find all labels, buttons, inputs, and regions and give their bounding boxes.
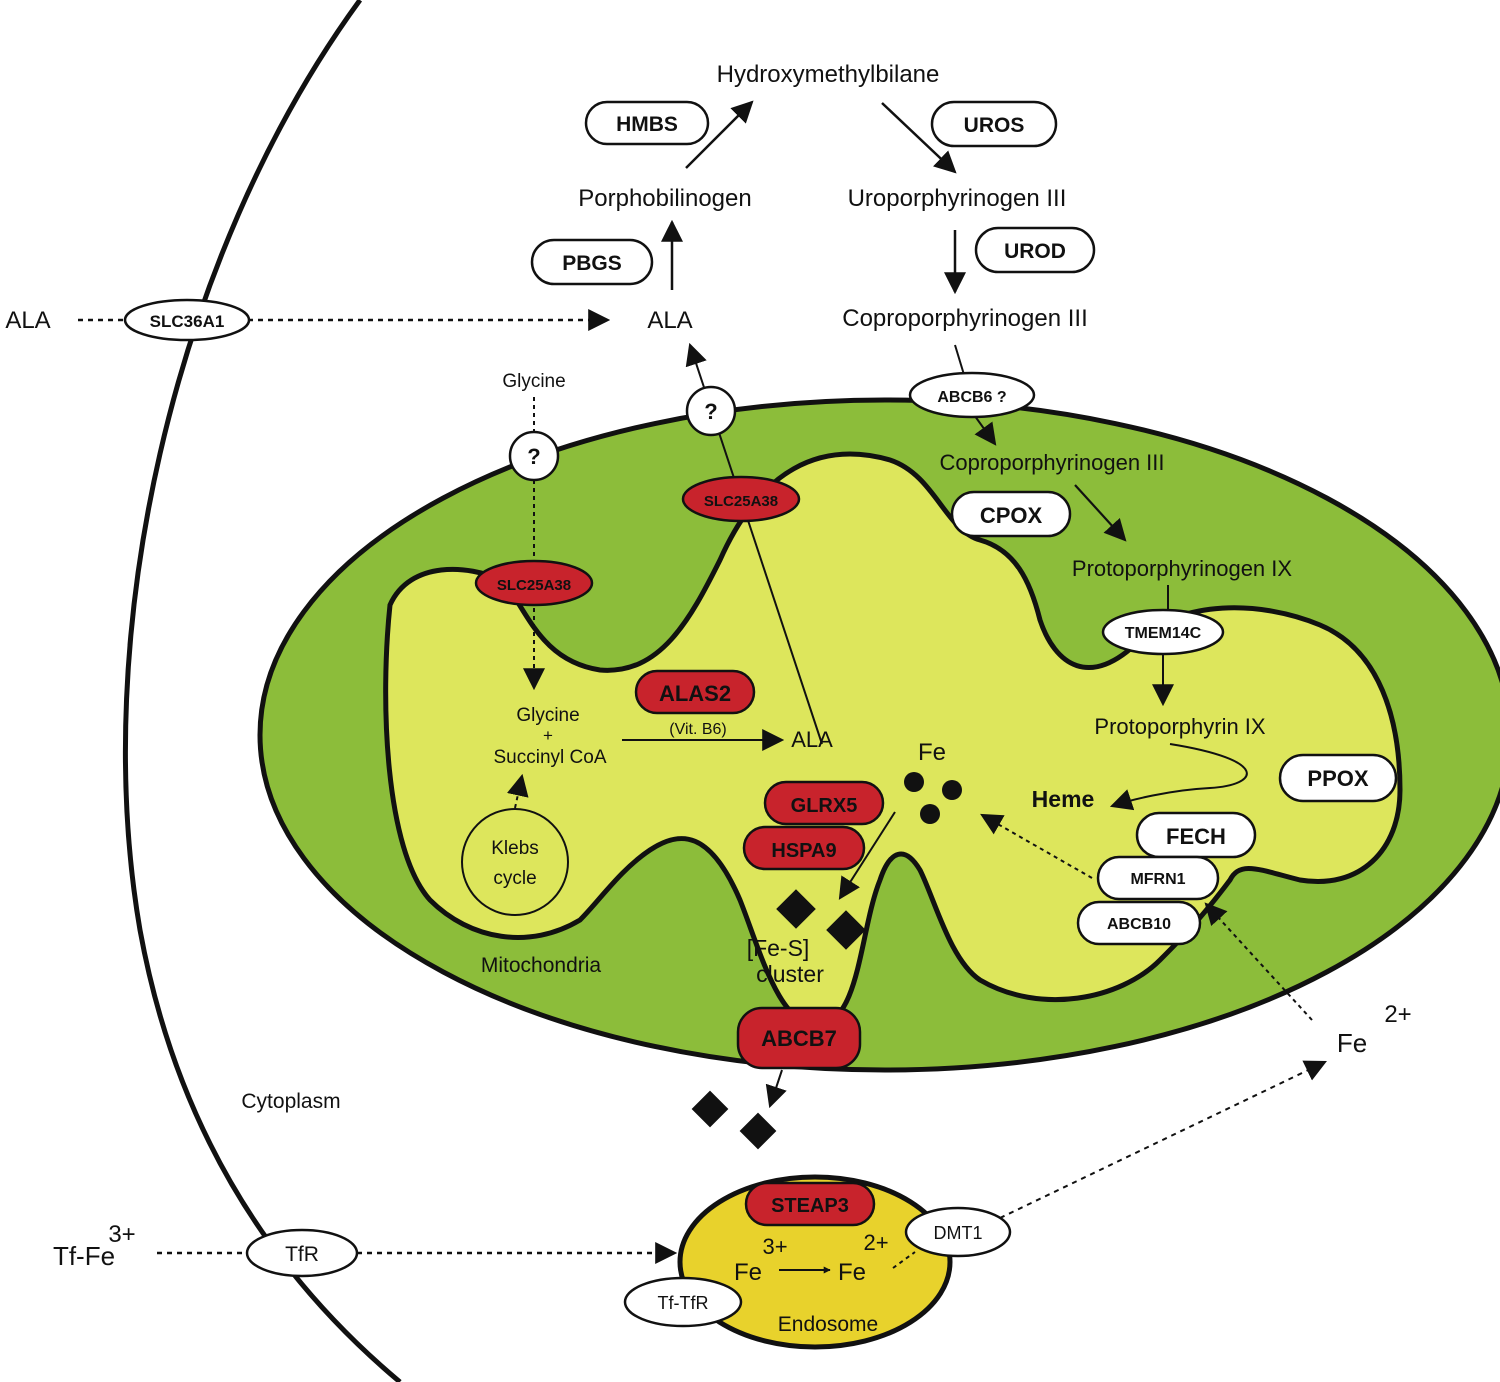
fe-atom-1 [904,772,924,792]
glrx5-enzyme [763,780,885,826]
glycine-matrix-label: Glycine [516,705,579,726]
fes-cluster-label-1: [Fe-S] [747,935,810,961]
ppox-label: PPOX [1307,766,1368,791]
klebs-cycle-label-1: Klebs [491,838,539,859]
abcb10-label: ABCB10 [1107,916,1171,933]
glrx5-label: GLRX5 [791,795,858,817]
abcb7-transporter [736,1006,862,1070]
endosome-label: Endosome [778,1313,878,1336]
arrow-abcb7-export [765,1069,787,1109]
arrow-hmb-to-uro [881,102,957,174]
fe-matrix-label: Fe [918,739,946,766]
slc25a38-left-label: SLC25A38 [497,577,571,594]
coproporphyrinogen-mito-label: Coproporphyrinogen III [939,450,1164,475]
uros-enzyme [930,100,1058,148]
pbgs-label: PBGS [562,252,622,275]
mitochondria-label: Mitochondria [481,954,602,977]
uros-label: UROS [964,114,1025,137]
coproporphyrinogen-cytoplasm-label: Coproporphyrinogen III [842,305,1087,332]
ala-matrix-label: ALA [791,727,833,752]
fe2-endosome-label: Fe [838,1259,866,1286]
steap3-enzyme [744,1181,876,1227]
dmt1-label: DMT1 [934,1223,983,1243]
klebs-cycle [461,808,569,916]
slc25a38-right-label: SLC25A38 [704,493,778,510]
arrow-cpox [1074,484,1127,542]
steap3-label: STEAP3 [771,1195,849,1217]
pbgs-enzyme [530,238,654,286]
abcb10-transporter [1076,900,1202,946]
fe2-endosome-superscript: 2+ [863,1230,888,1255]
fes-cluster-label-2: cluster [756,961,824,987]
alas2-enzyme [634,669,756,715]
hmbs-label: HMBS [616,113,678,136]
urod-label: UROD [1004,240,1066,263]
abcb6-label: ABCB6 ? [937,389,1006,406]
tmem14c-label: TMEM14C [1125,625,1202,642]
abcb6-transporter [908,371,1036,419]
slc36a1-transporter [123,298,251,342]
tfr-receptor [245,1228,359,1278]
ala-outside-label: ALA [5,307,50,334]
endosome [677,1174,953,1350]
tmem14c-transporter [1101,608,1225,656]
protoporphyrinogen-label: Protoporphyrinogen IX [1072,556,1292,581]
cpox-enzyme [950,490,1072,538]
glycine-cytoplasm-label: Glycine [502,371,565,392]
unknown-ala-transporter [685,385,737,437]
fe-atom-3 [920,804,940,824]
arrow-mfrn1-to-fe [980,813,1093,879]
cytoplasm-label: Cytoplasm [241,1090,340,1113]
arrow-fe-to-fes [838,811,896,900]
plus-sign: + [543,726,553,745]
tf-tfr-label: Tf-TfR [658,1293,709,1313]
hmbs-enzyme [584,100,710,146]
porphobilinogen-label: Porphobilinogen [578,185,751,212]
ala-cytoplasm-label: ALA [647,307,692,334]
protoporphyrin-label: Protoporphyrin IX [1094,714,1266,739]
hspa9-enzyme [742,825,866,871]
fe-atom-2 [942,780,962,800]
dmt1-transporter [904,1206,1012,1258]
question-mark-glycine: ? [527,444,540,469]
vit-b6-label: (Vit. B6) [669,721,727,738]
heme-label: Heme [1032,786,1095,812]
fe2-cytoplasm-superscript: 2+ [1384,1001,1411,1028]
fech-label: FECH [1166,824,1226,849]
tf-tfr-complex [623,1276,743,1328]
fe3-endosome-superscript: 3+ [762,1234,787,1259]
urod-enzyme [974,226,1096,274]
ppox-enzyme [1278,753,1398,803]
hydroxymethylbilane-label: Hydroxymethylbilane [717,61,940,88]
hspa9-label: HSPA9 [771,840,836,862]
uroporphyrinogen-label: Uroporphyrinogen III [848,185,1067,212]
arrow-klebs-to-succinyl [507,773,529,809]
fes-exported-diamond-2 [739,1112,777,1150]
slc25a38-left-transporter [474,559,594,607]
abcb7-label: ABCB7 [761,1026,837,1051]
slc25a38-right-transporter [681,475,801,523]
succinyl-coa-label: Succinyl CoA [494,747,607,768]
slc36a1-label: SLC36A1 [150,312,225,331]
klebs-cycle-label-2: cycle [493,868,536,889]
arrow-fe2-to-abcb10 [1204,902,1313,1021]
tf-fe-label: Tf-Fe [53,1241,115,1271]
fes-diamond-2 [826,910,866,950]
fe2-cytoplasm-label: Fe [1337,1028,1367,1058]
mfrn1-label: MFRN1 [1130,871,1185,888]
question-mark-ala: ? [704,399,717,424]
mfrn1-transporter [1096,855,1220,901]
alas2-label: ALAS2 [659,681,731,706]
fes-exported-diamond-1 [691,1090,729,1128]
tf-fe-superscript: 3+ [108,1221,135,1248]
tfr-label: TfR [285,1243,319,1266]
arrow-pbg-to-hmb [685,100,754,169]
cpox-label: CPOX [980,503,1043,528]
arrow-protoporphyrin-to-heme [1109,743,1248,811]
arrow-dmt1-export [999,1060,1327,1219]
fe3-endosome-label: Fe [734,1259,762,1286]
fes-diamond-1 [776,889,816,929]
